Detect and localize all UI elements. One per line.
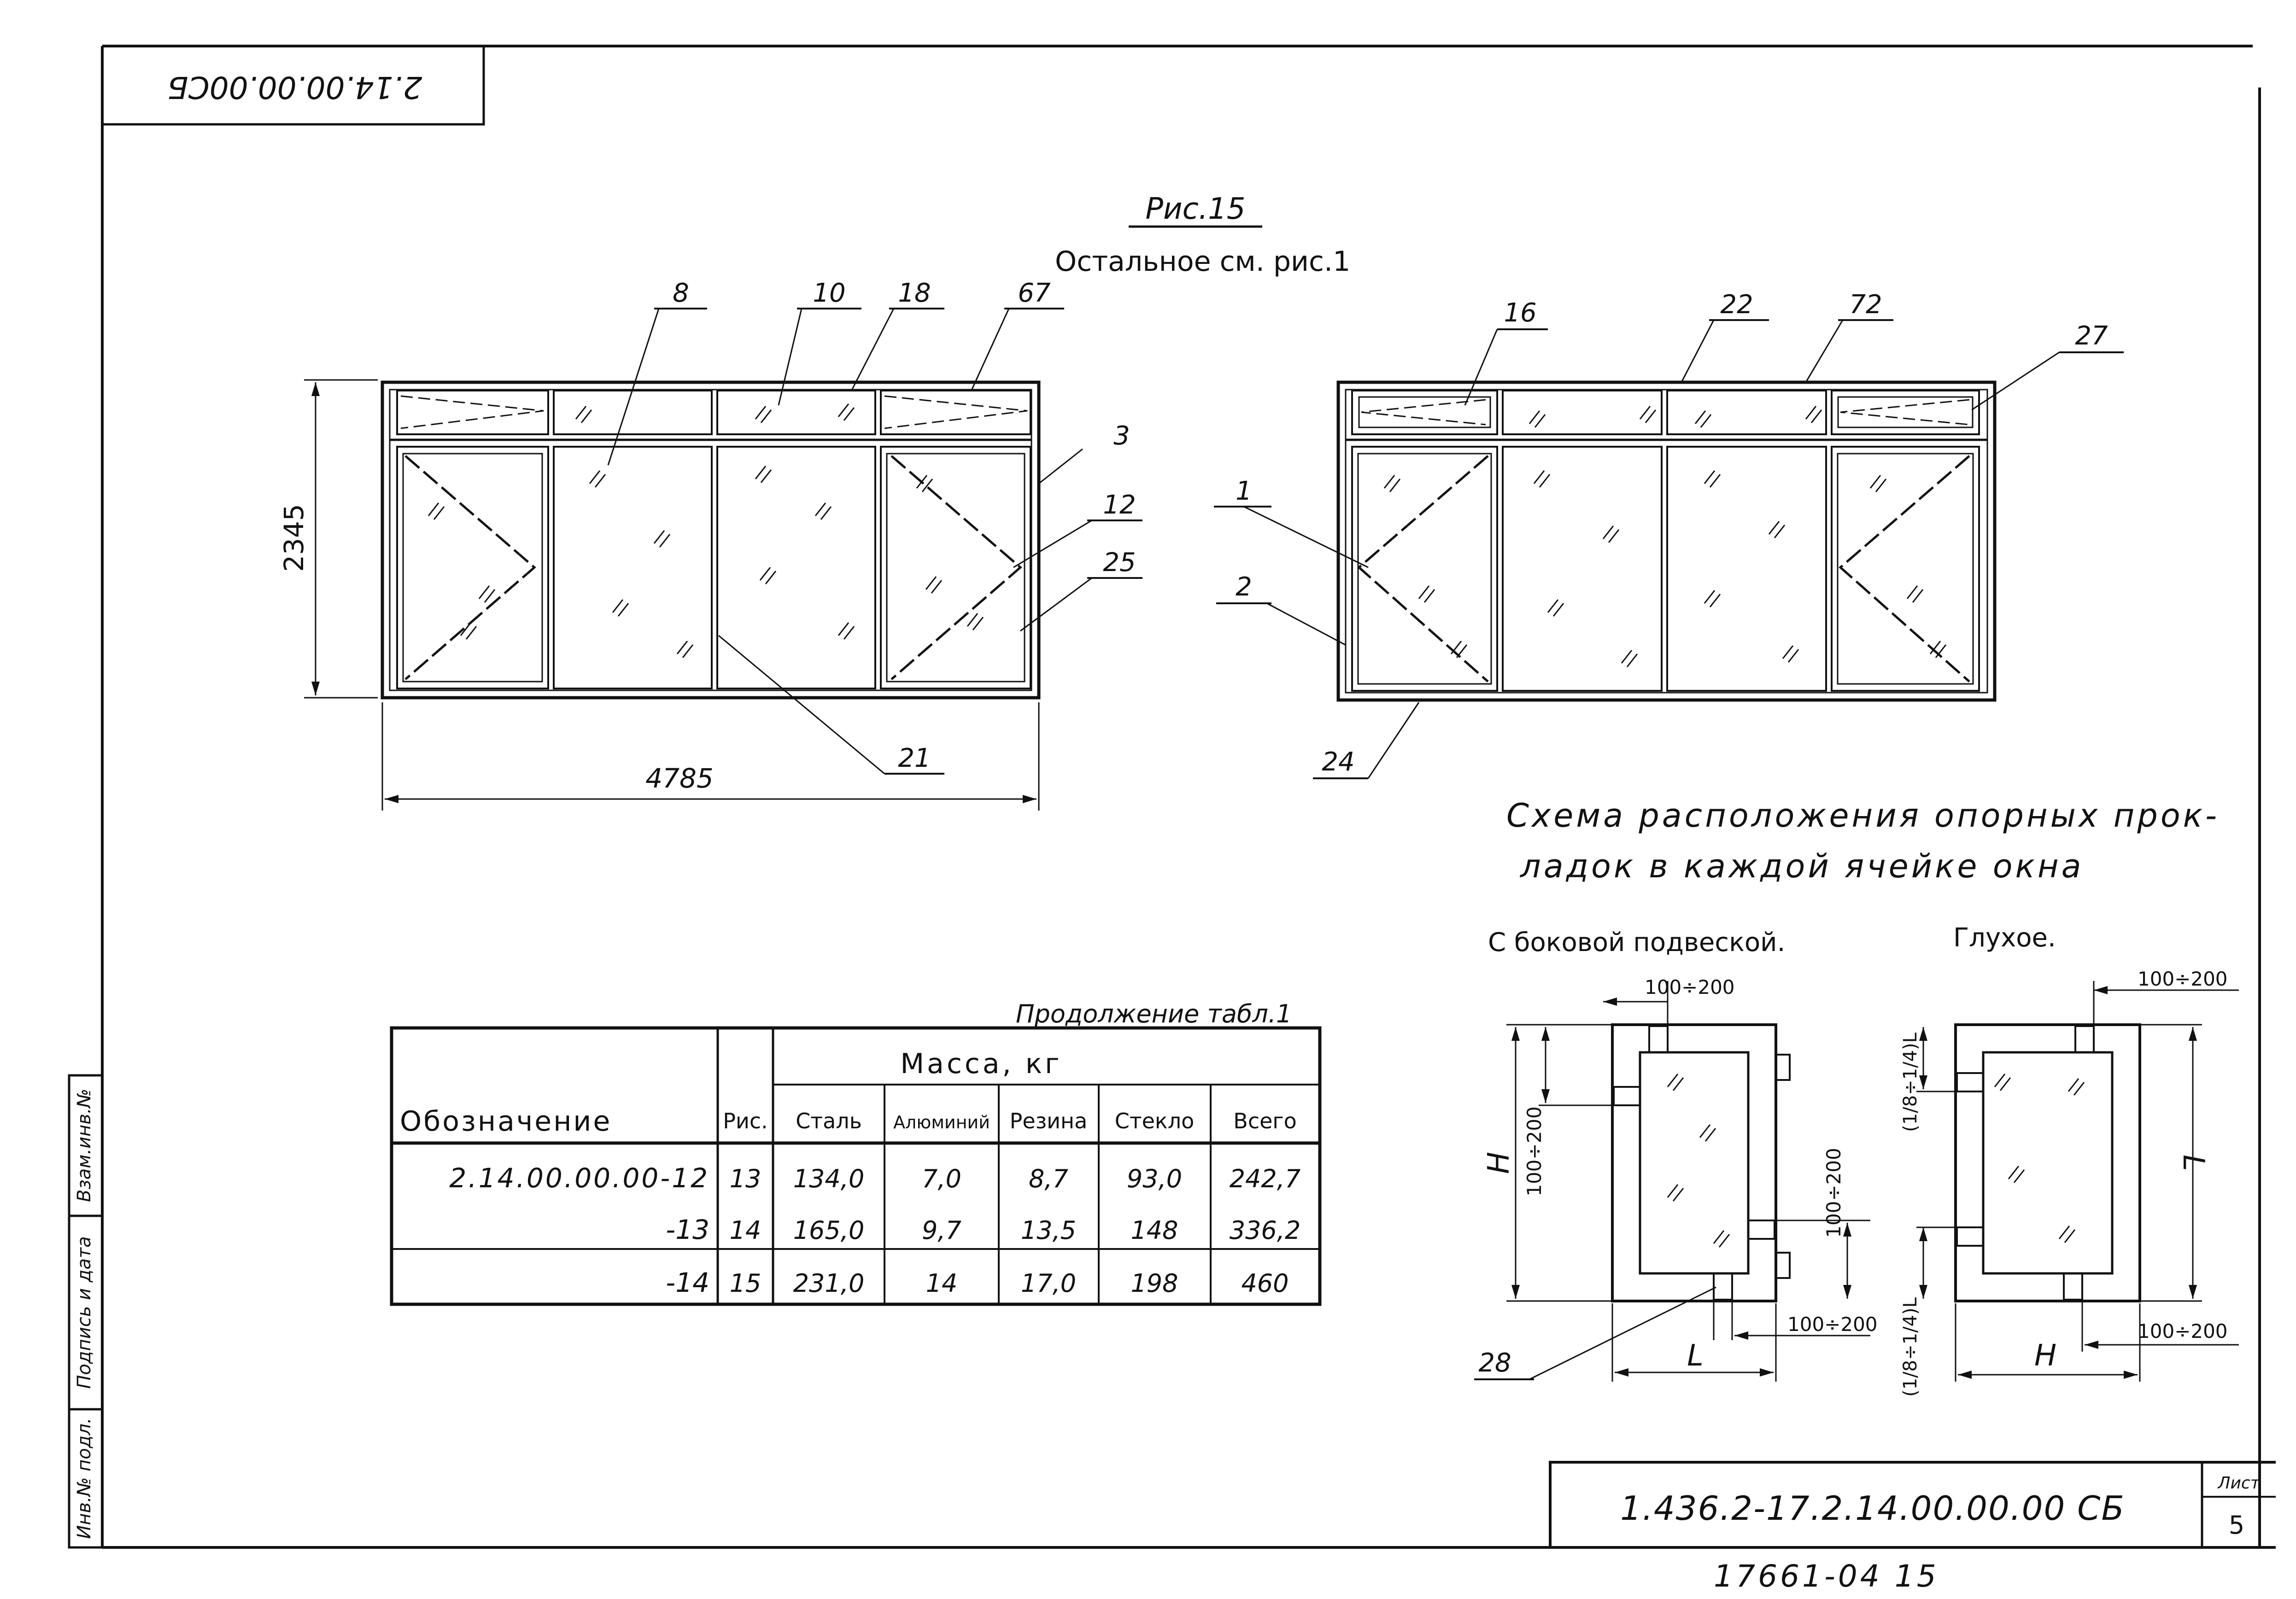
table-row-3-total: 460 (1241, 1269, 1289, 1298)
scheme-right-dim-bottom: 100÷200 (2138, 1320, 2228, 1342)
scheme-left-caption: С боковой подвеской. (1488, 928, 1785, 957)
scheme-right-label-H: H (2034, 1339, 2056, 1373)
side-stamp-signature: Подпись и дата (74, 1236, 95, 1389)
table-row-2-total: 336,2 (1230, 1216, 1301, 1245)
corner-stamp: 2.14.00.00.00СБ (102, 46, 485, 126)
table-row-3-aluminium: 14 (926, 1269, 958, 1298)
side-stamp-inventory: Инв.№ подл. (74, 1418, 95, 1539)
scheme-title-line1: Схема расположения опорных прок- (1506, 797, 2220, 835)
table-row-1-fig: 13 (730, 1164, 761, 1193)
table-row-1-total: 242,7 (1230, 1164, 1301, 1193)
table-row-3-glass: 198 (1130, 1269, 1178, 1298)
title-block-footer: 17661-04 15 (1714, 1558, 1939, 1594)
title-block-sheet-number: 5 (2229, 1511, 2244, 1540)
callout-12: 12 (1103, 490, 1136, 520)
table-col-aluminium: Алюминий (893, 1112, 990, 1132)
table-row-3-fig: 15 (730, 1269, 761, 1298)
mass-table: Обозначение Рис. Масса, кг Сталь Алюмини… (390, 1026, 1322, 1306)
callout-3: 3 (1113, 421, 1130, 451)
scheme-right-label-L: L (2176, 1155, 2210, 1171)
title-block-sheet-label: Лист (2217, 1474, 2260, 1493)
callout-22: 22 (1720, 290, 1753, 320)
figure-title: Рис.15 (1145, 192, 1245, 226)
table-row-2-glass: 148 (1130, 1216, 1178, 1245)
table-row-3-designation: -14 (666, 1267, 709, 1298)
callout-25: 25 (1103, 548, 1136, 578)
scheme-left-label-L: L (1687, 1339, 1704, 1373)
table-caption: Продолжение табл.1 (1016, 999, 1292, 1028)
callout-21: 21 (898, 743, 931, 773)
scheme-left-callout-28: 28 (1478, 1348, 1511, 1378)
table-row-1-aluminium: 7,0 (922, 1164, 961, 1193)
callouts-left: 8 10 18 67 3 12 25 21 (607, 278, 1142, 775)
callout-1: 1 (1236, 476, 1252, 506)
corner-stamp-text: 2.14.00.00.00СБ (167, 70, 422, 105)
side-stamp-replace: Взам.инв.№ (74, 1089, 95, 1202)
callout-10: 10 (813, 278, 845, 308)
dimension-width-label: 4785 (645, 763, 714, 794)
table-header-fig: Рис. (723, 1109, 768, 1133)
dimension-height-label: 2345 (278, 504, 310, 572)
scheme-right-caption: Глухое. (1953, 923, 2056, 953)
scheme-right-dim-left-bottom: (1/8÷1/4)L (1900, 1297, 1921, 1396)
scheme-right-dim-left-top: (1/8÷1/4)L (1900, 1032, 1921, 1132)
table-row-3-rubber: 17,0 (1021, 1269, 1076, 1298)
table-header-mass: Масса, кг (900, 1048, 1062, 1080)
title-block-code: 1.436.2-17.2.14.00.00.00 СБ (1620, 1489, 2125, 1528)
window-elevation-left (381, 380, 1041, 700)
table-row-2-aluminium: 9,7 (922, 1216, 961, 1245)
title-block: 1.436.2-17.2.14.00.00.00 СБ Лист 5 17661… (1549, 1461, 2276, 1594)
callout-18: 18 (898, 278, 931, 308)
table-row-1-glass: 93,0 (1127, 1164, 1182, 1193)
callout-2: 2 (1236, 572, 1252, 602)
scheme-right-dim-top: 100÷200 (2138, 968, 2228, 990)
callout-16: 16 (1504, 298, 1536, 328)
table-row-1-steel: 134,0 (793, 1164, 865, 1193)
table-row-2-designation: -13 (666, 1214, 709, 1245)
dimension-width: 4785 (381, 702, 1040, 811)
scheme-title-line2: ладок в каждой ячейке окна (1519, 847, 2084, 885)
table-col-glass: Стекло (1115, 1109, 1195, 1133)
callout-67: 67 (1018, 278, 1051, 308)
callout-27: 27 (2075, 321, 2108, 351)
table-row-3-steel: 231,0 (793, 1269, 865, 1298)
dimension-height: 2345 (278, 379, 378, 699)
scheme-left-dim-left: 100÷200 (1523, 1106, 1546, 1196)
table-col-rubber: Резина (1010, 1109, 1088, 1133)
scheme-left-label-H: H (1482, 1152, 1516, 1174)
window-elevation-right (1336, 380, 1997, 702)
table-header-designation: Обозначение (400, 1105, 612, 1138)
scheme-left-dim-top: 100÷200 (1645, 976, 1735, 998)
table-col-steel: Сталь (796, 1109, 862, 1133)
scheme-side-hung: 100÷200 H 100÷200 100÷200 100÷200 L 28 (1474, 976, 1878, 1382)
figure-note: Остальное см. рис.1 (1055, 245, 1350, 278)
side-stamp: Взам.инв.№ Подпись и дата Инв.№ подл. (68, 1074, 104, 1549)
scheme-left-dim-right: 100÷200 (1822, 1148, 1845, 1238)
scheme-fixed: 100÷200 (1/8÷1/4)L (1/8÷1/4)L L 100÷200 … (1900, 968, 2239, 1397)
table-row-1-rubber: 8,7 (1029, 1164, 1068, 1193)
table-col-total: Всего (1233, 1109, 1296, 1133)
callout-24: 24 (1322, 747, 1354, 777)
table-row-2-rubber: 13,5 (1021, 1216, 1076, 1245)
callouts-right: 16 22 72 27 1 2 24 (1214, 290, 2124, 779)
table-row-1-designation: 2.14.00.00.00-12 (449, 1162, 709, 1194)
callout-8: 8 (673, 278, 689, 308)
callout-72: 72 (1849, 290, 1882, 320)
table-row-2-steel: 165,0 (793, 1216, 865, 1245)
scheme-left-dim-bottom: 100÷200 (1787, 1313, 1878, 1336)
table-row-2-fig: 14 (730, 1216, 761, 1245)
